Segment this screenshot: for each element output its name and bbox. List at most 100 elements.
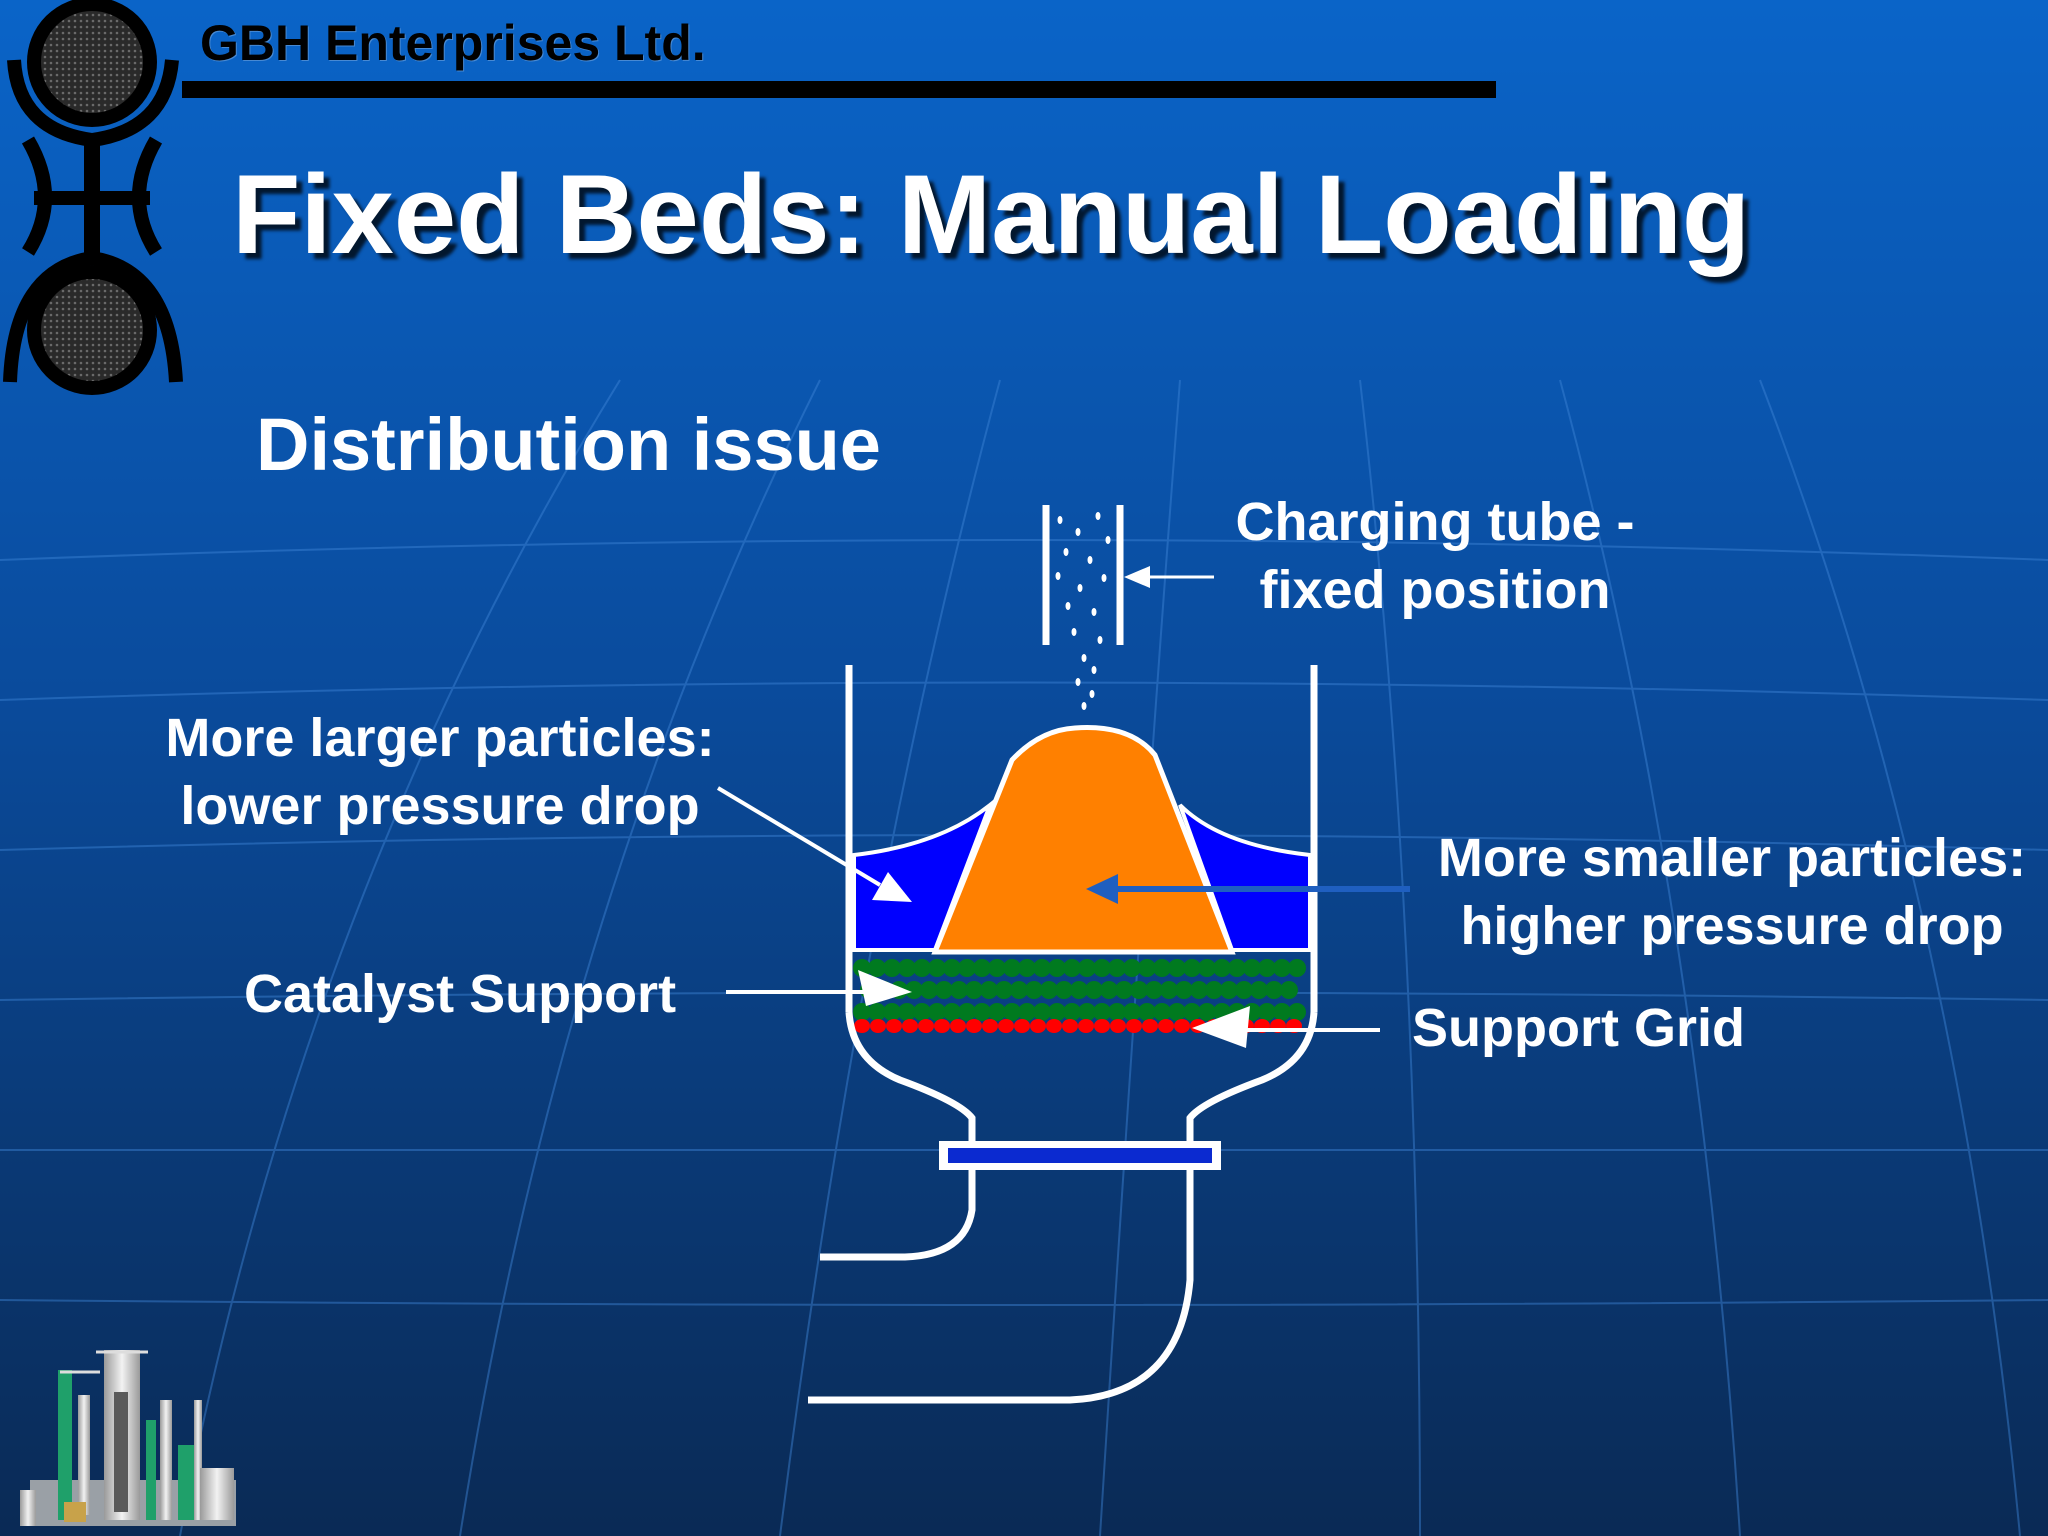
support-ball — [995, 981, 1013, 999]
support-ball — [1288, 1003, 1306, 1021]
support-ball — [1108, 1003, 1126, 1021]
support-ball — [1010, 981, 1028, 999]
label-charging-tube-line-1: Charging tube - — [1235, 492, 1635, 552]
support-ball — [1205, 981, 1223, 999]
support-ball — [868, 959, 886, 977]
support-ball — [965, 981, 983, 999]
small-particles-cone — [931, 725, 1236, 955]
label-larger-particles: More larger particles: lower pressure dr… — [140, 704, 740, 840]
grid-element — [1014, 1019, 1030, 1033]
support-ball — [928, 959, 946, 977]
support-ball — [1153, 959, 1171, 977]
support-ball — [913, 959, 931, 977]
support-ball — [1183, 1003, 1201, 1021]
support-ball — [898, 1003, 916, 1021]
support-ball — [1063, 1003, 1081, 1021]
catalyst-support-balls — [853, 959, 1306, 1021]
grid-element — [854, 1019, 870, 1033]
gbh-logo-icon — [3, 0, 183, 395]
support-ball — [1235, 981, 1253, 999]
support-ball — [935, 981, 953, 999]
charging-tube — [1042, 505, 1124, 710]
support-ball — [1288, 959, 1306, 977]
charging-tube-arrow-icon — [1124, 566, 1150, 588]
grid-element — [1062, 1019, 1078, 1033]
label-smaller-particles-line-1: More smaller particles: — [1437, 828, 2027, 888]
support-ball — [1123, 959, 1141, 977]
label-charging-tube-line-2: fixed position — [1259, 560, 1611, 620]
support-ball — [1168, 959, 1186, 977]
support-ball — [1183, 959, 1201, 977]
grid-element — [870, 1019, 886, 1033]
grid-element — [1126, 1019, 1142, 1033]
support-ball — [988, 959, 1006, 977]
support-ball — [943, 959, 961, 977]
large-particles-region — [852, 798, 995, 952]
support-ball — [1033, 959, 1051, 977]
support-ball — [1018, 959, 1036, 977]
grid-element — [1110, 1019, 1126, 1033]
catalyst-support-arrow-icon — [858, 970, 912, 1006]
support-ball — [1138, 959, 1156, 977]
support-ball — [1160, 981, 1178, 999]
label-catalyst-support: Catalyst Support — [244, 964, 677, 1024]
grid-element — [1078, 1019, 1094, 1033]
support-ball — [943, 1003, 961, 1021]
support-ball — [1055, 981, 1073, 999]
grid-element — [1094, 1019, 1110, 1033]
support-ball — [898, 959, 916, 977]
support-ball — [853, 1003, 871, 1021]
support-ball — [913, 1003, 931, 1021]
large-particles-region-right — [1178, 803, 1312, 952]
support-ball — [973, 1003, 991, 1021]
support-ball — [1070, 981, 1088, 999]
support-ball — [1243, 959, 1261, 977]
support-ball — [1145, 981, 1163, 999]
support-ball — [1273, 959, 1291, 977]
support-ball — [1003, 959, 1021, 977]
label-larger-particles-line-1: More larger particles: — [165, 708, 715, 768]
label-support-grid: Support Grid — [1412, 998, 1745, 1058]
grid-element — [982, 1019, 998, 1033]
larger-particles-arrow-icon — [872, 872, 912, 902]
grid-element — [1142, 1019, 1158, 1033]
label-smaller-particles: More smaller particles: higher pressure … — [1412, 824, 2048, 960]
grid-element — [1158, 1019, 1174, 1033]
grid-element — [918, 1019, 934, 1033]
support-ball — [1048, 1003, 1066, 1021]
grid-element — [886, 1019, 902, 1033]
support-ball — [1078, 959, 1096, 977]
larger-particles-pointer — [716, 786, 882, 887]
support-ball — [1258, 1003, 1276, 1021]
support-ball — [1123, 1003, 1141, 1021]
support-ball — [905, 981, 923, 999]
support-ball — [1153, 1003, 1171, 1021]
support-ball — [1115, 981, 1133, 999]
grid-element — [998, 1019, 1014, 1033]
support-ball — [1003, 1003, 1021, 1021]
grid-element — [934, 1019, 950, 1033]
company-name: GBH Enterprises Ltd. — [200, 15, 706, 71]
support-ball — [928, 1003, 946, 1021]
slide-subtitle: Distribution issue — [256, 403, 881, 486]
support-ball — [1130, 981, 1148, 999]
vessel-outline — [808, 665, 1318, 1404]
support-ball — [973, 959, 991, 977]
support-ball — [1025, 981, 1043, 999]
support-ball — [1213, 959, 1231, 977]
support-ball — [1033, 1003, 1051, 1021]
support-ball — [1198, 959, 1216, 977]
support-ball — [1220, 981, 1238, 999]
support-ball — [1040, 981, 1058, 999]
support-ball — [1018, 1003, 1036, 1021]
support-ball — [1168, 1003, 1186, 1021]
support-ball — [1273, 1003, 1291, 1021]
support-ball — [1048, 959, 1066, 977]
label-larger-particles-line-2: lower pressure drop — [180, 776, 700, 836]
support-ball — [1198, 1003, 1216, 1021]
support-ball — [958, 959, 976, 977]
grid-element — [1046, 1019, 1062, 1033]
support-ball — [920, 981, 938, 999]
support-ball — [1100, 981, 1118, 999]
